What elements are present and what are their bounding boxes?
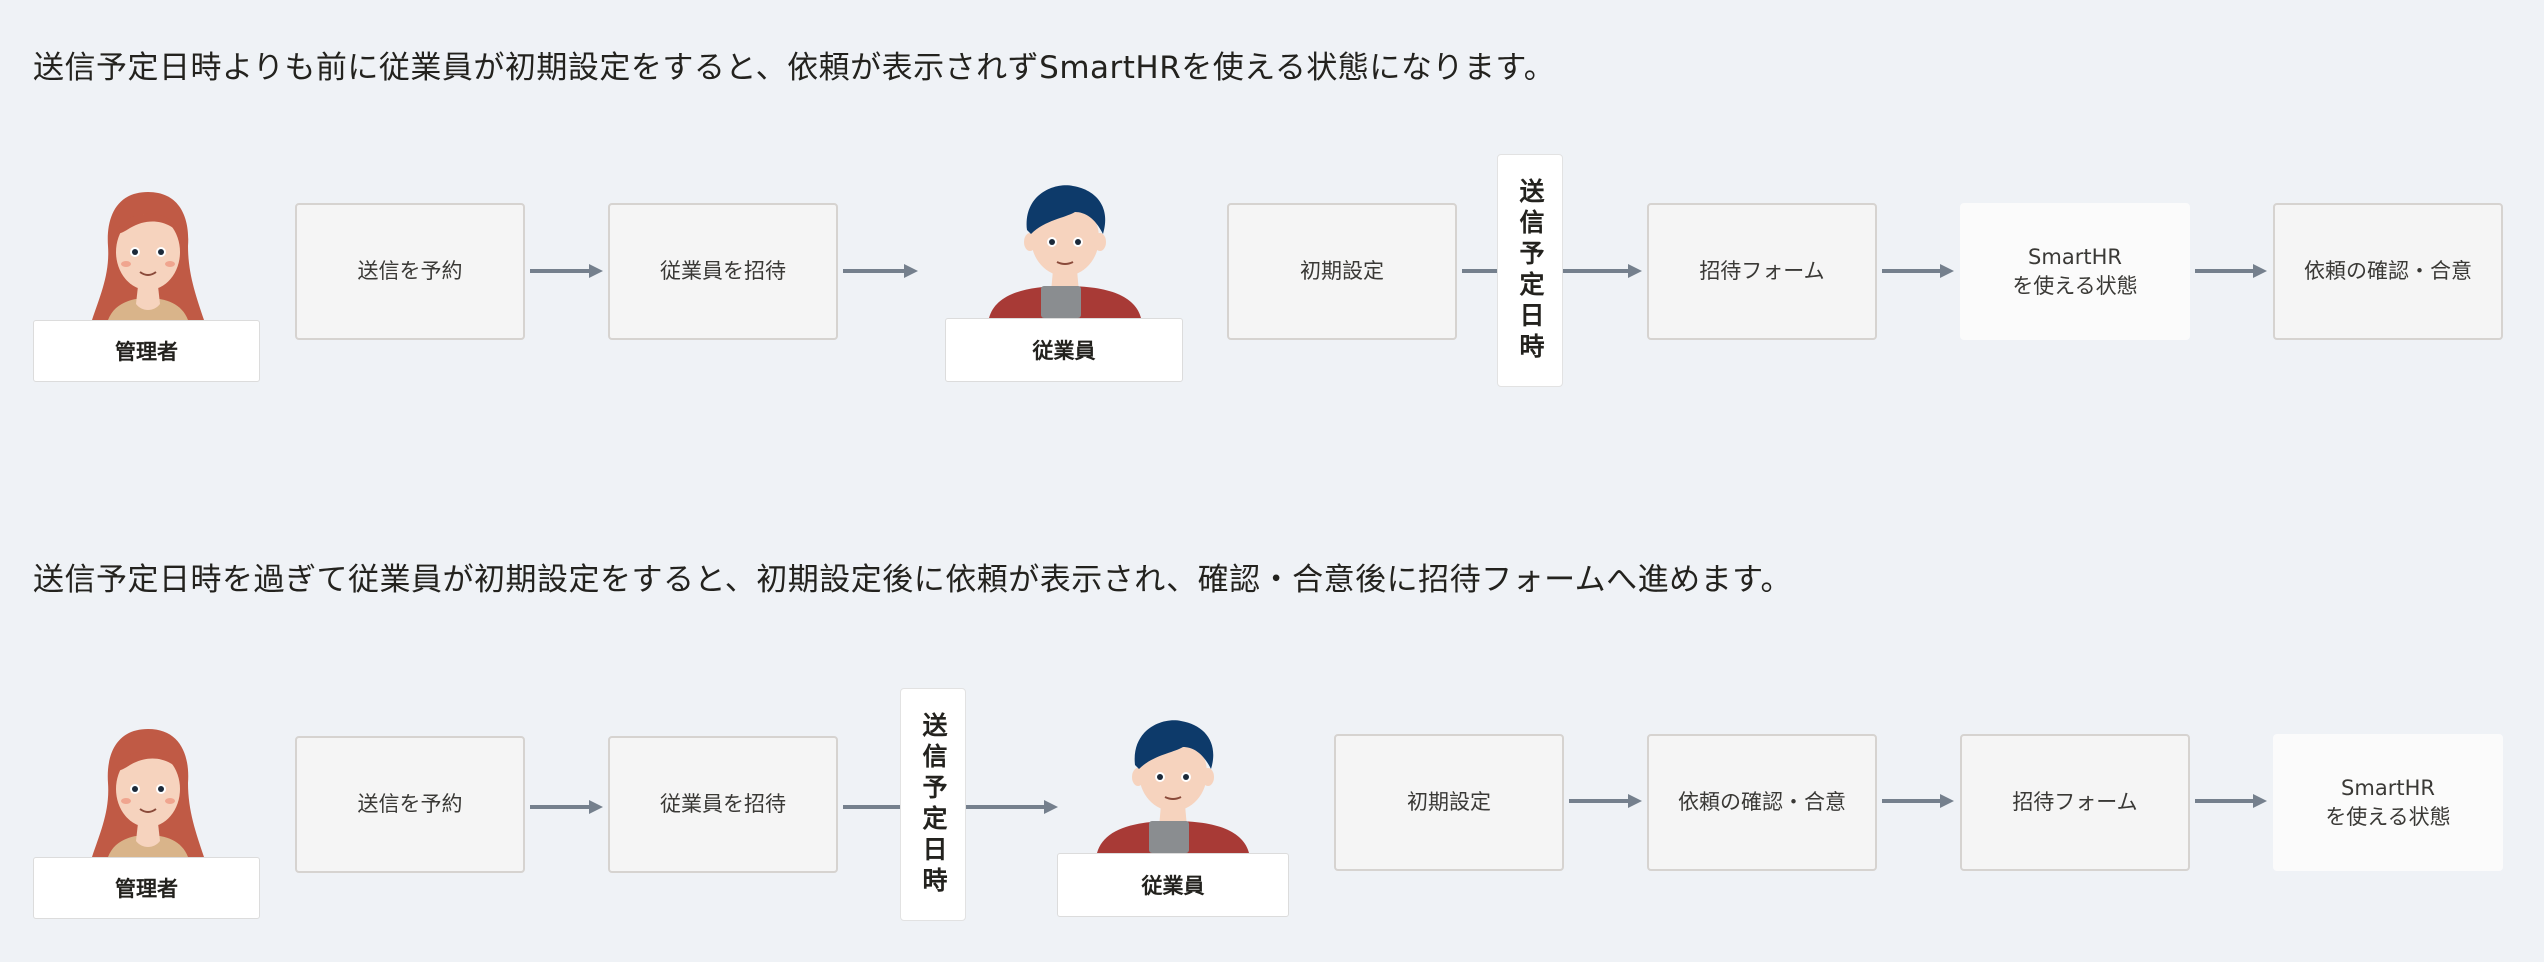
step-invite-employee-text: 従業員を招待 xyxy=(660,792,786,817)
step-invite-form-text: 招待フォーム xyxy=(2012,790,2138,815)
step-schedule-send: 送信を予約 xyxy=(295,203,525,340)
step-initial-setup: 初期設定 xyxy=(1334,734,1564,871)
step-schedule-send-text: 送信を予約 xyxy=(357,792,463,817)
employee-label: 従業員 xyxy=(945,318,1183,382)
step-invite-employee-text: 従業員を招待 xyxy=(660,259,786,284)
step-smarthr-usable: SmartHR を使える状態 xyxy=(1960,203,2190,340)
arrow-icon xyxy=(1882,264,1954,278)
arrow-icon xyxy=(1569,794,1642,808)
step-invite-form: 招待フォーム xyxy=(1960,734,2190,871)
step-invite-employee: 従業員を招待 xyxy=(608,203,838,340)
step-smarthr-usable: SmartHR を使える状態 xyxy=(2273,734,2503,871)
step-initial-setup-text: 初期設定 xyxy=(1300,259,1384,284)
step-confirm-agree: 依頼の確認・合意 xyxy=(2273,203,2503,340)
admin-label: 管理者 xyxy=(33,857,260,919)
employee-label: 従業員 xyxy=(1057,853,1289,917)
arrow-icon xyxy=(843,264,918,278)
employee-label-text: 従業員 xyxy=(1141,874,1205,898)
section2-heading: 送信予定日時を過ぎて従業員が初期設定をすると、初期設定後に依頼が表示され、確認・… xyxy=(33,562,1793,598)
admin-avatar-icon xyxy=(92,192,204,320)
step-smarthr-usable-text: SmartHR を使える状態 xyxy=(2325,774,2450,831)
step-initial-setup: 初期設定 xyxy=(1227,203,1457,340)
smarthr-line: SmartHR xyxy=(2028,245,2122,270)
step-invite-form-text: 招待フォーム xyxy=(1699,259,1825,284)
step-confirm-agree-text: 依頼の確認・合意 xyxy=(2304,259,2472,284)
admin-avatar-icon xyxy=(92,729,204,857)
connector-line xyxy=(1462,269,1498,273)
step-smarthr-usable-text: SmartHR を使える状態 xyxy=(2012,243,2137,300)
step-schedule-send-text: 送信を予約 xyxy=(357,259,463,284)
step-invite-employee: 従業員を招待 xyxy=(608,736,838,873)
arrow-icon xyxy=(530,800,603,814)
scheduled-time-text: 送信予定日時 xyxy=(919,711,948,898)
admin-label: 管理者 xyxy=(33,320,260,382)
scheduled-time-marker: 送信予定日時 xyxy=(1497,154,1563,387)
step-confirm-agree: 依頼の確認・合意 xyxy=(1647,734,1877,871)
admin-label-text: 管理者 xyxy=(115,877,178,901)
section1-heading: 送信予定日時よりも前に従業員が初期設定をすると、依頼が表示されずSmartHRを… xyxy=(33,50,1556,86)
scheduled-time-marker: 送信予定日時 xyxy=(900,688,966,921)
employee-avatar-icon xyxy=(989,185,1141,318)
usable-line: を使える状態 xyxy=(2325,804,2451,829)
admin-label-text: 管理者 xyxy=(115,340,178,364)
arrow-icon xyxy=(2195,794,2267,808)
employee-avatar-icon xyxy=(1097,720,1249,853)
arrow-icon xyxy=(530,264,603,278)
arrow-icon xyxy=(966,800,1058,814)
arrow-icon xyxy=(1882,794,1954,808)
step-invite-form: 招待フォーム xyxy=(1647,203,1877,340)
arrow-icon xyxy=(2195,264,2267,278)
step-schedule-send: 送信を予約 xyxy=(295,736,525,873)
usable-line: を使える状態 xyxy=(2012,273,2138,298)
step-confirm-agree-text: 依頼の確認・合意 xyxy=(1678,790,1846,815)
scheduled-time-text: 送信予定日時 xyxy=(1516,177,1545,364)
step-initial-setup-text: 初期設定 xyxy=(1407,790,1491,815)
connector-line xyxy=(843,805,901,809)
arrow-icon xyxy=(1563,264,1642,278)
smarthr-line: SmartHR xyxy=(2341,776,2435,801)
employee-label-text: 従業員 xyxy=(1032,339,1096,363)
